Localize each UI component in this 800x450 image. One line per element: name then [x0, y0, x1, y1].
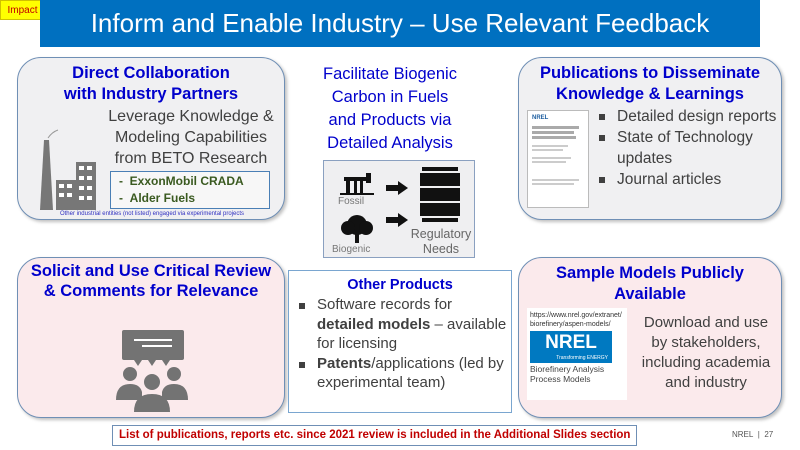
models-heading-1: Sample Models Publicly [556, 264, 744, 282]
other-item: Patents/applications (led by experimenta… [295, 354, 507, 393]
collab-body-line: Modeling Capabilities [114, 129, 268, 146]
barrel-icon [420, 167, 460, 222]
tree-icon [341, 215, 373, 243]
partners-box: - ExxonMobil CRADA - Alder Fuels [110, 171, 270, 209]
other-heading: Other Products [347, 277, 453, 293]
center-line: and Products via [328, 111, 452, 129]
models-url[interactable]: https://www.nrel.gov/extranet/biorefiner… [530, 312, 622, 328]
pubs-heading-2: Knowledge & Learnings [556, 85, 744, 103]
footer-note: List of publications, reports etc. since… [112, 425, 638, 446]
center-line: Carbon in Fuels [331, 88, 449, 106]
fossil-label: Fossil [338, 196, 365, 207]
other-products-box: Other Products Software records for deta… [288, 270, 512, 413]
models-caption: Biorefinery Analysis Process Models [530, 364, 605, 384]
review-card: Solicit and Use Critical Review & Commen… [17, 257, 285, 418]
publications-card: Publications to Disseminate Knowledge & … [518, 57, 782, 220]
models-heading-2: Available [614, 285, 686, 303]
feedback-group-icon [116, 330, 188, 412]
pubs-item: State of Technology updates [595, 127, 781, 169]
models-thumbnail: https://www.nrel.gov/extranet/biorefiner… [527, 308, 627, 400]
slide-title: Inform and Enable Industry – Use Relevan… [40, 0, 760, 47]
review-heading-1: Solicit and Use Critical Review [30, 262, 272, 280]
pubs-item: Journal articles [595, 169, 781, 190]
report-thumbnail: NREL [527, 110, 589, 208]
partner-item: ExxonMobil CRADA [129, 174, 244, 188]
arrow-icon [386, 181, 408, 195]
pubs-item: Detailed design reports [595, 106, 781, 127]
collab-heading-1: Direct Collaboration [72, 64, 230, 82]
collab-footnote: Other industrial entities (not listed) e… [59, 211, 245, 217]
models-card: Sample Models Publicly Available https:/… [518, 257, 782, 418]
pubs-heading-1: Publications to Disseminate [539, 64, 761, 82]
collab-body-line: from BETO Research [114, 150, 268, 167]
factory-icon [40, 129, 96, 210]
other-item: Software records for detailed models – a… [295, 295, 507, 354]
center-line: Facilitate Biogenic [323, 65, 457, 83]
oil-pump-icon [340, 173, 374, 195]
collab-body-line: Leverage Knowledge & [108, 108, 274, 125]
collab-heading-2: with Industry Partners [63, 85, 239, 103]
collaboration-card: Direct Collaboration with Industry Partn… [17, 57, 285, 220]
center-line: Detailed Analysis [327, 134, 453, 152]
partner-item: Alder Fuels [129, 191, 196, 205]
review-heading-2: & Comments for Relevance [43, 282, 259, 300]
biogenic-label: Biogenic [332, 244, 371, 255]
page-footer: NREL | 27 [732, 430, 774, 439]
center-statement: Facilitate Biogenic Carbon in Fuels and … [294, 63, 486, 155]
impact-badge: Impact [0, 0, 45, 20]
arrow-icon [386, 213, 408, 227]
